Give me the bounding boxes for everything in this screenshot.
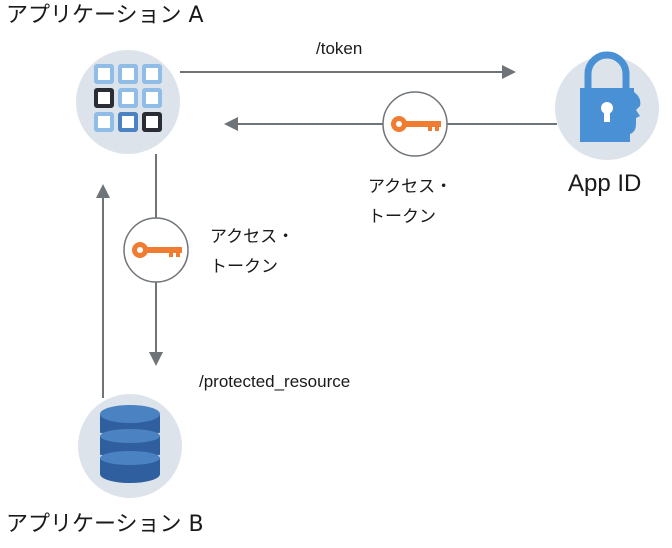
app-grid-icon — [94, 64, 162, 132]
app-b-node[interactable] — [78, 394, 182, 498]
app-id-label: App ID — [568, 170, 642, 197]
resource-response-arrow — [96, 184, 110, 398]
token-response-key-badge — [382, 91, 448, 157]
key-icon — [132, 242, 182, 258]
token-response-key-label-line2: トークン — [368, 207, 436, 227]
token-response-key-label-line1: アクセス・ — [368, 177, 453, 197]
app-id-node[interactable] — [555, 51, 659, 160]
resource-request-key-badge — [123, 217, 189, 283]
resource-request-key-label-line2: トークン — [210, 257, 278, 277]
token-response-key-label: アクセス・ トークン — [368, 172, 452, 232]
token-endpoint-label: /token — [316, 39, 363, 58]
lock-head-icon — [580, 51, 641, 142]
app-a-node[interactable] — [76, 50, 180, 154]
app-b-label: アプリケーション B — [6, 512, 204, 537]
key-icon — [391, 116, 441, 132]
token-request-arrow — [180, 65, 516, 79]
protected-resource-label: /protected_resource — [199, 372, 351, 391]
app-a-label: アプリケーション A — [6, 3, 204, 28]
resource-request-key-label: アクセス・ トークン — [210, 222, 294, 282]
resource-request-key-label-line1: アクセス・ — [210, 227, 295, 247]
database-icon — [99, 405, 161, 483]
